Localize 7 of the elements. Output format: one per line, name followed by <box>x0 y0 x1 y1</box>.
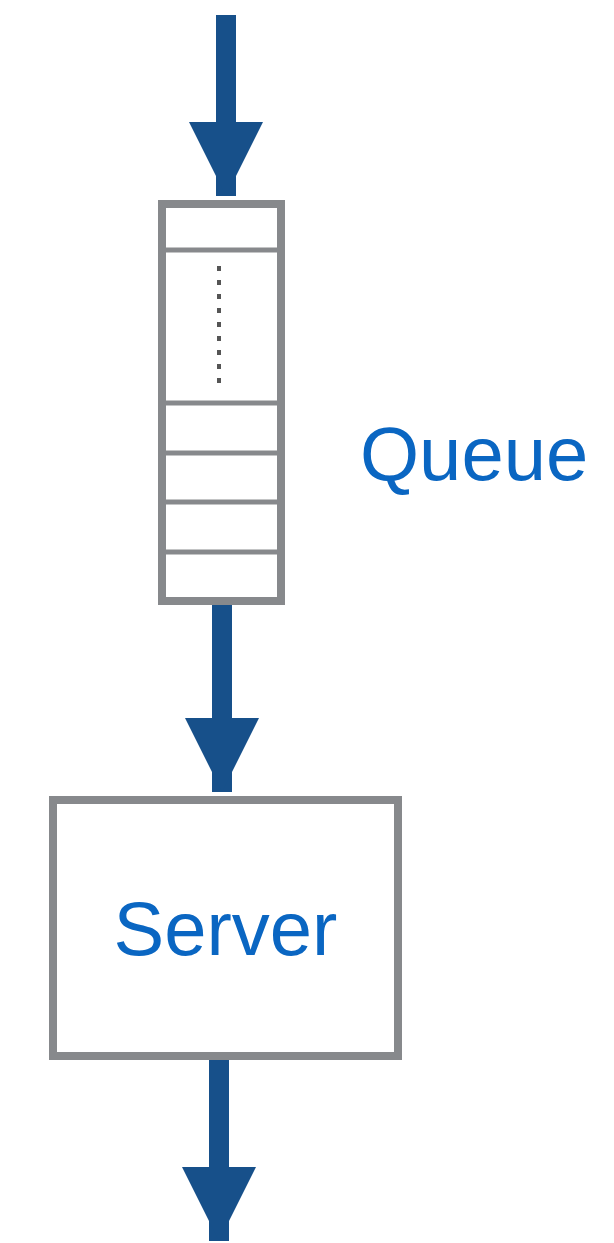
node-caption: Queue <box>360 410 589 497</box>
queue-box <box>158 200 285 605</box>
arrow <box>185 605 259 792</box>
arrow <box>182 1060 256 1241</box>
server-box <box>49 796 402 1060</box>
arrow <box>189 15 263 196</box>
node-label: Server <box>113 884 338 972</box>
